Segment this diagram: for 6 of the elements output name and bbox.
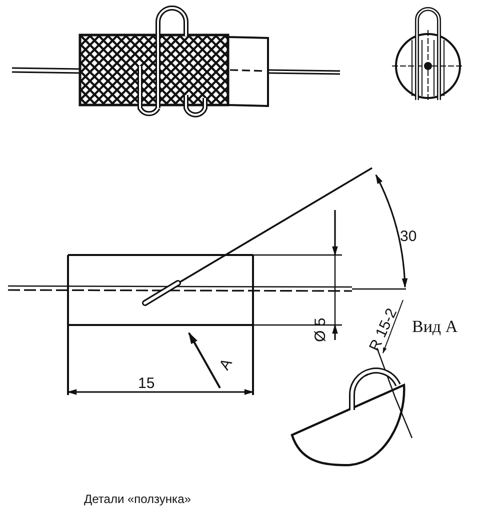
caption: Детали «ползунка» [84, 493, 191, 505]
view-title: Вид А [412, 318, 458, 335]
dimension-label: 15 [138, 376, 155, 391]
dimension-label: R 15-2 [367, 306, 400, 354]
dimension-label: 30 [400, 229, 417, 244]
view-marker: А [217, 356, 235, 372]
